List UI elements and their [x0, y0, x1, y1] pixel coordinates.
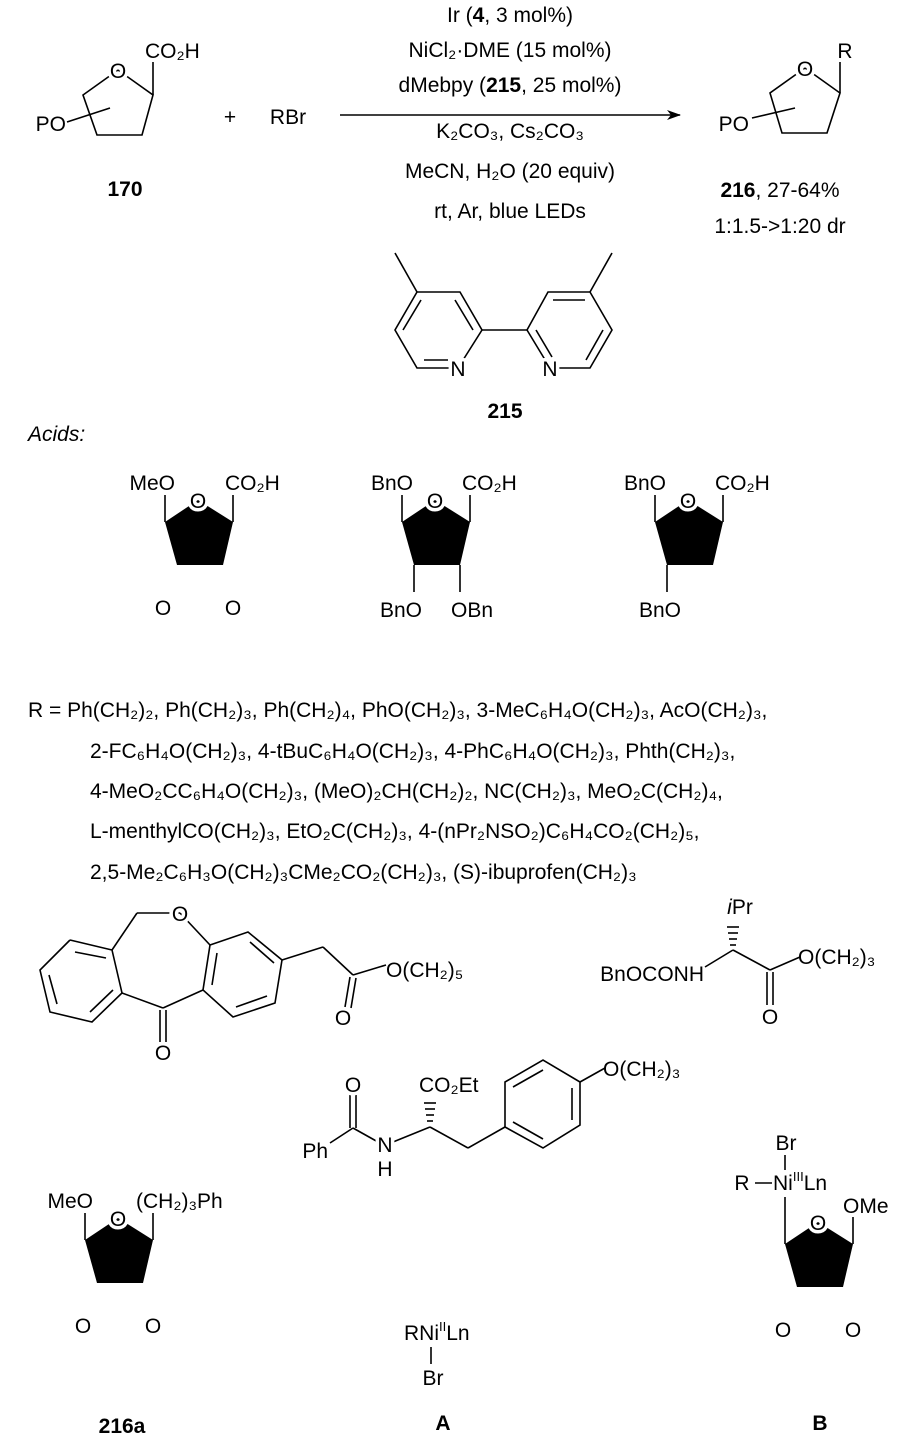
benzyloxy-label: OBn	[451, 599, 493, 622]
r-group-label: R	[837, 40, 852, 63]
compound-216a-bonds	[83, 1213, 154, 1388]
acid-2: O BnO CO₂H BnO OBn	[371, 472, 517, 622]
ring-oxygen: O	[810, 1212, 826, 1235]
intermediate-B: O O O R NiIIILn Br OMe B	[734, 1132, 888, 1435]
intermediate-label-B: B	[812, 1412, 827, 1435]
reactant-170-bonds	[66, 62, 154, 136]
r-group-line: L-menthylCO(CH₂)₃, EtO₂C(CH₂)₃, 4-(nPr₂N…	[90, 820, 700, 843]
ester-chain-label: O(CH₂)₃	[798, 946, 875, 969]
nickel-III-complex-label: NiIIILn	[773, 1169, 827, 1195]
dioxolane-oxygen: O	[845, 1319, 861, 1342]
methoxy-label: OMe	[843, 1195, 889, 1218]
acids-heading: Acids:	[26, 423, 85, 446]
dioxolane-oxygen: O	[775, 1319, 791, 1342]
ring-oxygen: O	[110, 60, 126, 83]
intermediate-A: RNiIILn Br A	[404, 1319, 470, 1435]
dioxolane-oxygen: O	[145, 1315, 161, 1338]
product-216: O R PO 216, 27-64% 1:1.5->1:20 dr	[714, 40, 852, 238]
condition-ligand: dMebpy (215, 25 mol%)	[399, 74, 622, 97]
ester-carbonyl-oxygen: O	[335, 1007, 351, 1030]
amide-oxygen: O	[345, 1074, 361, 1097]
tyrosine-bonds	[329, 1059, 606, 1149]
ring-oxygen: O	[427, 490, 443, 513]
ring-oxygen: O	[190, 490, 206, 513]
ring-oxygen: O	[797, 58, 813, 81]
r-group-line: 2-FC₆H₄O(CH₂)₃, 4-tBuC₆H₄O(CH₂)₃, 4-PhC₆…	[90, 740, 735, 763]
r-group-line: R = Ph(CH₂)₂, Ph(CH₂)₃, Ph(CH₂)₄, PhO(CH…	[28, 699, 767, 722]
carboxylic-acid-label: CO₂H	[145, 40, 200, 63]
condition-catalyst: Ir (4, 3 mol%)	[447, 4, 573, 27]
isopropyl-label: iPr	[727, 896, 753, 919]
carboxylic-acid-label: CO₂H	[462, 472, 517, 495]
reactant-170: O CO₂H PO 170	[36, 40, 200, 201]
nitrogen-label: N	[450, 358, 465, 381]
carboxylic-acid-label: CO₂H	[715, 472, 770, 495]
benzyloxy-label: BnO	[371, 472, 413, 495]
acid-3-bonds	[654, 495, 724, 592]
condition-solvent: MeCN, H₂O (20 equiv)	[405, 160, 615, 183]
ketone-oxygen: O	[155, 1042, 171, 1065]
r-group-list: R = Ph(CH₂)₂, Ph(CH₂)₃, Ph(CH₂)₄, PhO(CH…	[28, 699, 767, 884]
diastereomeric-ratio: 1:1.5->1:20 dr	[714, 215, 845, 238]
valine-bonds	[704, 926, 801, 1005]
acid-3: O BnO CO₂H BnO	[624, 472, 770, 622]
protecting-group-label: PO	[719, 113, 749, 136]
dibenzoxepinone-bonds	[39, 912, 387, 1042]
acid-2-bonds	[401, 495, 471, 592]
carboxylic-acid-label: CO₂H	[225, 472, 280, 495]
reaction-conditions: Ir (4, 3 mol%) NiCl₂·DME (15 mol%) dMebp…	[399, 4, 622, 223]
plus-sign: +	[224, 106, 236, 129]
ring-oxygen: O	[680, 490, 696, 513]
protecting-group-label: PO	[36, 113, 66, 136]
r-group-line: 4-MeO₂CC₆H₄O(CH₂)₃, (MeO)₂CH(CH₂)₂, NC(C…	[90, 780, 723, 803]
compound-label-215: 215	[487, 400, 522, 423]
product-216-bonds	[751, 62, 841, 134]
methoxy-label: MeO	[47, 1190, 93, 1213]
acid-1-bonds	[163, 495, 234, 670]
condition-environment: rt, Ar, blue LEDs	[434, 200, 586, 223]
methoxy-label: MeO	[129, 472, 175, 495]
intermediate-B-bonds	[755, 1155, 854, 1392]
tyrosine-r-group: Ph O N H CO₂Et O(CH₂)₃	[302, 1058, 680, 1181]
ethyl-ester-label: CO₂Et	[419, 1074, 479, 1097]
bromide-label: Br	[776, 1132, 797, 1155]
reagent-rbr: RBr	[270, 106, 306, 129]
amide-nitrogen: N	[377, 1134, 392, 1157]
compound-label-170: 170	[107, 178, 142, 201]
nickel-II-complex-label: RNiIILn	[404, 1319, 470, 1345]
dioxolane-oxygen: O	[225, 597, 241, 620]
intermediate-label-A: A	[435, 1412, 450, 1435]
r-group-label: R	[734, 1172, 749, 1195]
condition-base: K₂CO₃, Cs₂CO₃	[436, 120, 584, 143]
ligand-215-bonds	[394, 252, 613, 369]
nitrogen-label: N	[542, 358, 557, 381]
ring-oxygen: O	[110, 1208, 126, 1231]
carbamate-label: BnOCONH	[600, 963, 704, 986]
compound-label-216a: 216a	[99, 1415, 146, 1438]
amide-hydrogen: H	[377, 1158, 392, 1181]
product-yield: 216, 27-64%	[720, 179, 839, 202]
phenylpropyl-label: (CH₂)₃Ph	[136, 1190, 223, 1213]
r-group-line: 2,5-Me₂C₆H₃O(CH₂)₃CMe₂CO₂(CH₂)₃, (S)-ibu…	[90, 861, 637, 884]
oxepine-oxygen: O	[172, 903, 188, 926]
compound-216a: O O O MeO (CH₂)₃Ph 216a	[47, 1190, 222, 1438]
dioxolane-oxygen: O	[155, 597, 171, 620]
benzyloxy-label: BnO	[380, 599, 422, 622]
dibenzoxepinone-r-group: O O O O(CH₂)₅	[39, 900, 463, 1069]
phenyl-label: Ph	[302, 1140, 328, 1163]
ether-chain-label: O(CH₂)₃	[603, 1058, 680, 1081]
dioxolane-oxygen: O	[75, 1315, 91, 1338]
bromide-label: Br	[423, 1367, 444, 1390]
ester-chain-label: O(CH₂)₅	[386, 959, 463, 982]
ligand-215: N N 215	[394, 252, 613, 423]
valine-r-group: BnOCONH iPr O O(CH₂)₃	[600, 896, 875, 1033]
benzyloxy-label: BnO	[624, 472, 666, 495]
benzyloxy-label: BnO	[639, 599, 681, 622]
condition-nickel: NiCl₂·DME (15 mol%)	[409, 39, 612, 62]
acid-1: O O O MeO CO₂H	[129, 472, 280, 670]
ester-carbonyl-oxygen: O	[762, 1006, 778, 1029]
